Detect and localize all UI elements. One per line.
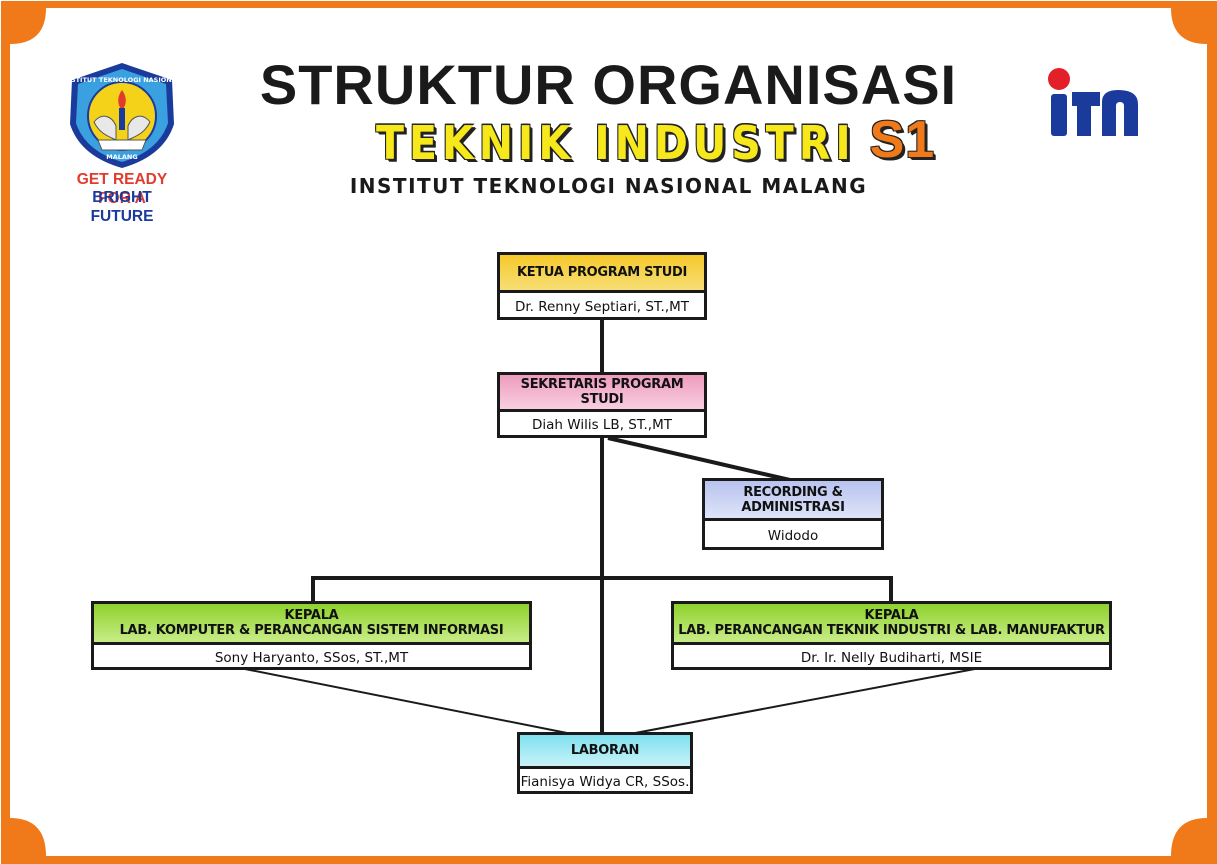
connector-lab-branch [311, 576, 893, 603]
seal-text-bottom: MALANG [106, 153, 137, 161]
itn-wordmark-logo: itn [1048, 68, 1138, 136]
org-box-lab-komputer-title: KEPALA LAB. KOMPUTER & PERANCANGAN SISTE… [94, 604, 529, 645]
org-box-laboran-name: Fianisya Widya CR, SSos. [520, 773, 690, 790]
tagline-line1: GET READY FOR A [76, 171, 168, 207]
org-box-laboran: LABORAN Fianisya Widya CR, SSos. [517, 732, 693, 794]
connector-labkomputer-laboran [239, 667, 573, 735]
org-box-lab-perancangan-title: KEPALA LAB. PERANCANGAN TEKNIK INDUSTRI … [674, 604, 1109, 645]
org-box-ketua: KETUA PROGRAM STUDI Dr. Renny Septiari, … [497, 252, 707, 320]
org-box-sekretaris-name: Diah Wilis LB, ST.,MT [532, 417, 672, 433]
page-subtitle-suffix: S1 [869, 111, 936, 169]
org-box-lab-komputer-name: Sony Haryanto, SSos, ST.,MT [214, 649, 409, 666]
org-box-sekretaris: SEKRETARIS PROGRAM STUDI Diah Wilis LB, … [497, 372, 707, 438]
page-title: STRUKTUR ORGANISASI [259, 53, 958, 116]
seal-text-top: INSTITUT TEKNOLOGI NASIONAL [64, 76, 180, 84]
org-box-recording-title: RECORDING & ADMINISTRASI [705, 481, 881, 521]
org-box-lab-perancangan-name: Dr. Ir. Nelly Budiharti, MSIE [800, 649, 983, 666]
org-box-ketua-name: Dr. Renny Septiari, ST.,MT [514, 298, 690, 315]
connector-labperancangan-laboran [629, 667, 981, 735]
institution-name: INSTITUT TEKNOLOGI NASIONAL MALANG [349, 174, 868, 198]
org-box-lab-perancangan: KEPALA LAB. PERANCANGAN TEKNIK INDUSTRI … [671, 601, 1112, 670]
org-box-ketua-title: KETUA PROGRAM STUDI [500, 255, 704, 293]
itn-seal-logo: INSTITUT TEKNOLOGI NASIONAL MALANG [64, 63, 180, 168]
org-box-lab-komputer: KEPALA LAB. KOMPUTER & PERANCANGAN SISTE… [91, 601, 532, 670]
page-subtitle: TEKNIK INDUSTRI [376, 116, 856, 170]
connector-sekretaris-recording [607, 436, 791, 482]
org-box-lab-komputer-title-line2: LAB. KOMPUTER & PERANCANGAN SISTEM INFOR… [119, 623, 504, 638]
org-box-recording-name: Widodo [767, 527, 819, 544]
org-box-lab-perancangan-title-line1: KEPALA [864, 608, 919, 623]
org-box-laboran-title: LABORAN [520, 735, 690, 769]
org-box-lab-perancangan-title-line2: LAB. PERANCANGAN TEKNIK INDUSTRI & LAB. … [678, 623, 1105, 638]
org-box-sekretaris-title: SEKRETARIS PROGRAM STUDI [500, 375, 704, 412]
org-box-recording: RECORDING & ADMINISTRASI Widodo [702, 478, 884, 550]
tagline-line2: BRIGHT FUTURE [90, 189, 154, 225]
page-subtitle-group: TEKNIK INDUSTRI S1 [376, 111, 935, 170]
org-box-lab-komputer-title-line1: KEPALA [284, 608, 339, 623]
